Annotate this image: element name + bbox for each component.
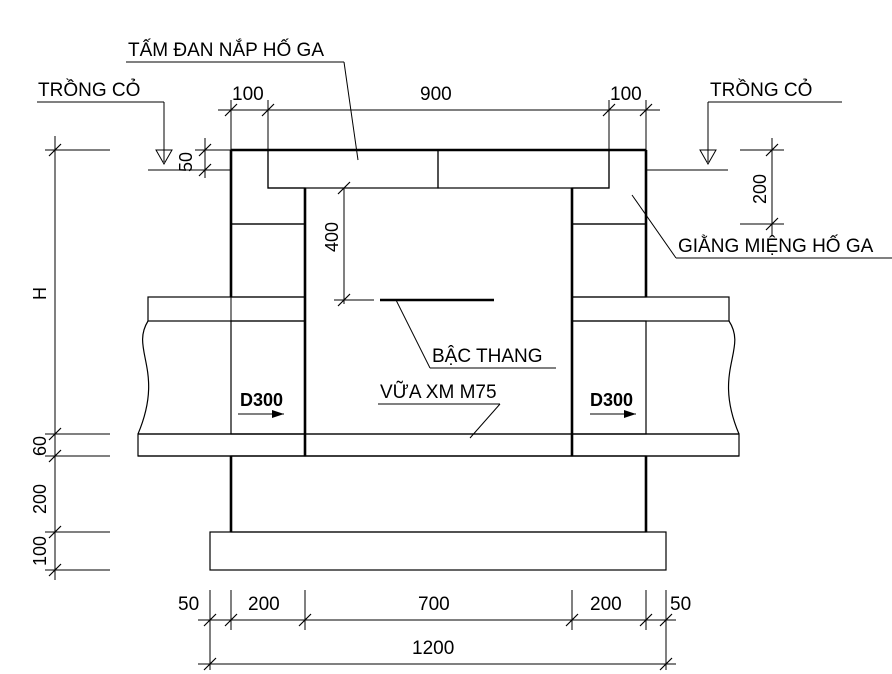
label-cover-slab: TẤM ĐAN NẮP HỐ GA bbox=[128, 39, 324, 61]
grass-marker-left bbox=[37, 101, 231, 171]
label-grass-right: TRỒNG CỎ bbox=[710, 79, 812, 101]
leader-cover-slab bbox=[126, 61, 359, 161]
dim-text-bot-50-right: 50 bbox=[670, 594, 691, 615]
dim-top bbox=[218, 100, 660, 150]
dim-text-bot-700: 700 bbox=[418, 594, 450, 615]
cover-slab bbox=[267, 149, 610, 189]
dim-text-bot-200-left: 200 bbox=[248, 594, 280, 615]
dim-text-100: 100 bbox=[30, 536, 50, 566]
dim-right-200 bbox=[740, 138, 784, 236]
dim-grass-50 bbox=[195, 138, 231, 178]
dim-text-depth-400: 400 bbox=[322, 222, 342, 252]
leader-mortar bbox=[378, 403, 501, 439]
label-ladder: BẬC THANG bbox=[432, 345, 543, 367]
ladder-rung bbox=[380, 298, 556, 369]
dim-text-bot-50-left: 50 bbox=[178, 594, 199, 615]
label-pipe-right: D300 bbox=[590, 390, 633, 410]
label-mortar: VỮA XM M75 bbox=[380, 381, 497, 403]
dim-text-right-200: 200 bbox=[750, 174, 770, 204]
grass-marker-right bbox=[646, 101, 842, 171]
label-collar-beam: GIẰNG MIỆNG HỐ GA bbox=[678, 235, 874, 257]
dim-depth-400 bbox=[334, 181, 374, 307]
dim-text-grass-50: 50 bbox=[176, 152, 196, 172]
dim-text-top-left: 100 bbox=[232, 84, 264, 105]
chamber-outline bbox=[138, 148, 739, 532]
flow-arrow-left bbox=[238, 410, 284, 418]
dim-text-total-1200: 1200 bbox=[412, 638, 454, 659]
leader-collar-beam bbox=[631, 194, 892, 259]
pipe-left bbox=[137, 296, 306, 457]
foundation-layer bbox=[209, 531, 667, 571]
base-concrete bbox=[230, 455, 647, 533]
dim-text-top-mid: 900 bbox=[420, 84, 452, 105]
label-grass-left: TRỒNG CỎ bbox=[38, 79, 140, 101]
flow-arrow-right bbox=[590, 410, 636, 418]
pipe-right bbox=[571, 296, 740, 457]
label-pipe-left: D300 bbox=[240, 390, 283, 410]
dim-text-200: 200 bbox=[30, 484, 50, 514]
mortar-strip bbox=[304, 433, 573, 457]
dim-text-top-right: 100 bbox=[610, 84, 642, 105]
dim-text-60: 60 bbox=[30, 436, 50, 456]
dim-bottom bbox=[198, 590, 676, 671]
dim-left-vertical bbox=[45, 136, 110, 580]
dim-text-bot-200-right: 200 bbox=[590, 594, 622, 615]
dim-text-height-h: H bbox=[30, 287, 50, 300]
